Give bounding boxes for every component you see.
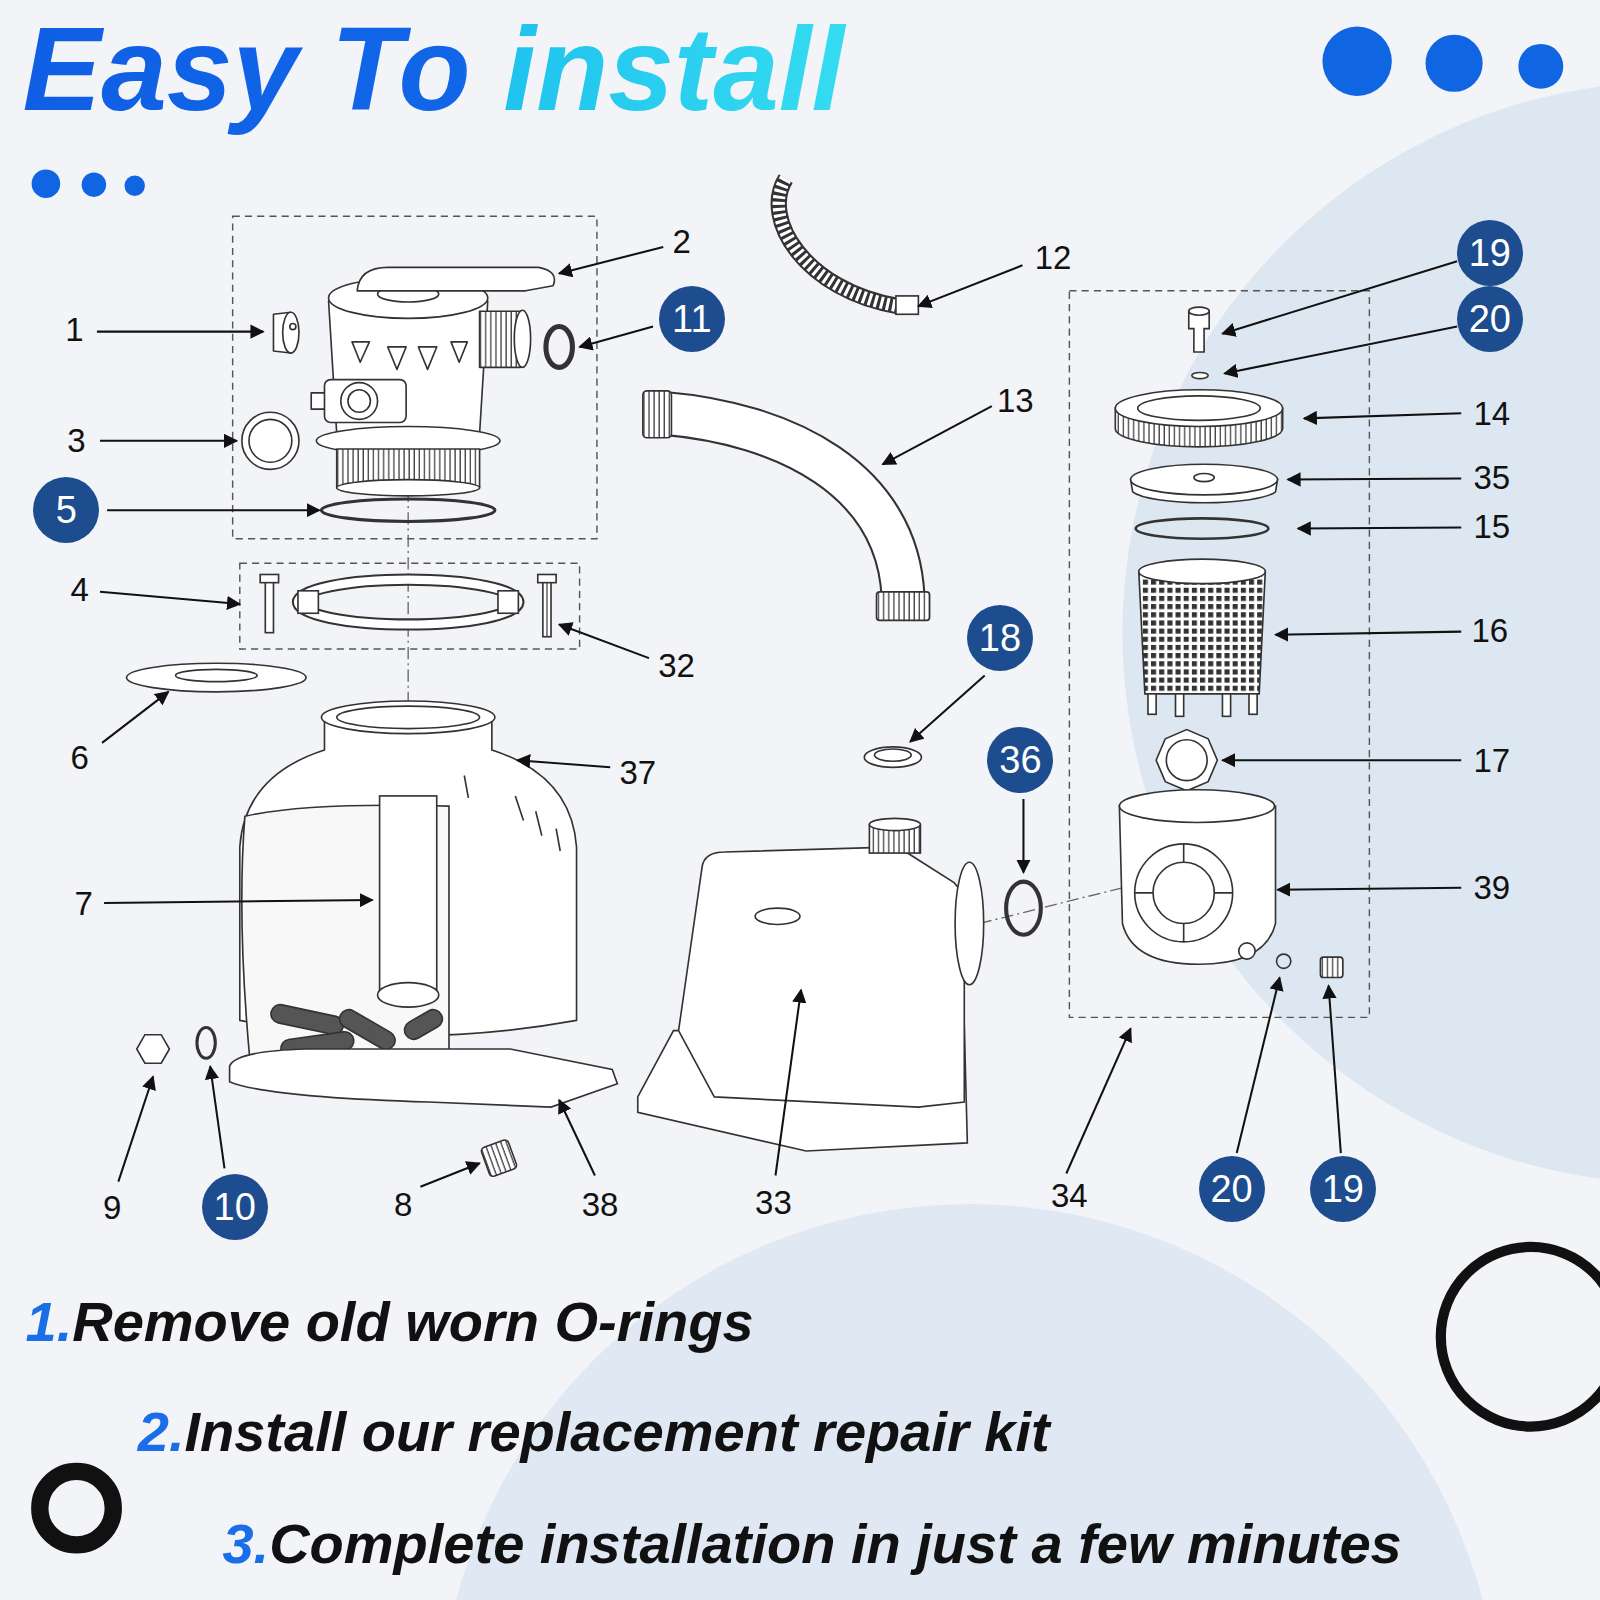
part-number: 38	[582, 1188, 619, 1221]
part-number: 6	[70, 741, 88, 774]
pump-motor	[638, 747, 1041, 1151]
part-number: 1	[65, 313, 83, 346]
part-number: 39	[1473, 871, 1510, 904]
part-number: 8	[394, 1188, 412, 1221]
callout-number: 19	[1469, 234, 1511, 272]
filter-tank	[127, 663, 618, 1177]
clamp-and-bolts	[260, 574, 556, 636]
callout-circle: 18	[967, 605, 1033, 671]
part-number: 7	[74, 887, 92, 920]
callout-circle: 10	[202, 1174, 268, 1240]
part-number: 32	[658, 649, 695, 682]
instruction-step: 3.Complete installation in just a few mi…	[222, 1510, 1401, 1577]
instruction-step: 2.Install our replacement repair kit	[138, 1398, 1050, 1465]
callout-number: 5	[56, 491, 77, 529]
callout-number: 36	[999, 741, 1041, 779]
callout-circle: 11	[659, 286, 725, 352]
part-number: 34	[1051, 1179, 1088, 1212]
part-number: 16	[1471, 614, 1508, 647]
callout-circle: 19	[1310, 1156, 1376, 1222]
part-number: 2	[672, 225, 690, 258]
leader-line	[97, 247, 1461, 1187]
callout-number: 19	[1322, 1170, 1364, 1208]
part-number: 37	[619, 756, 656, 789]
hoses	[643, 179, 930, 621]
part-number: 13	[997, 384, 1034, 417]
part-number: 35	[1473, 461, 1510, 494]
part-number: 14	[1473, 397, 1510, 430]
part-number: 9	[103, 1191, 121, 1224]
part-number: 33	[755, 1186, 792, 1219]
part-number: 12	[1035, 241, 1072, 274]
title: Easy To install	[22, 8, 854, 138]
callout-circle: 19	[1457, 220, 1523, 286]
part-number: 15	[1473, 510, 1510, 543]
part-number: 4	[70, 573, 88, 606]
callout-number: 11	[672, 300, 711, 338]
instruction-step: 1.Remove old worn O-rings	[26, 1288, 754, 1355]
callout-circle: 20	[1199, 1156, 1265, 1222]
multiport-valve	[242, 267, 573, 521]
callout-number: 20	[1210, 1170, 1252, 1208]
callout-number: 10	[214, 1188, 256, 1226]
part-number: 3	[67, 424, 85, 457]
callout-circle: 20	[1457, 286, 1523, 352]
strainer-parts	[1115, 307, 1343, 977]
callout-number: 20	[1469, 300, 1511, 338]
background-shape	[1122, 82, 1600, 1184]
callout-number: 18	[979, 619, 1021, 657]
part-number: 17	[1473, 744, 1510, 777]
